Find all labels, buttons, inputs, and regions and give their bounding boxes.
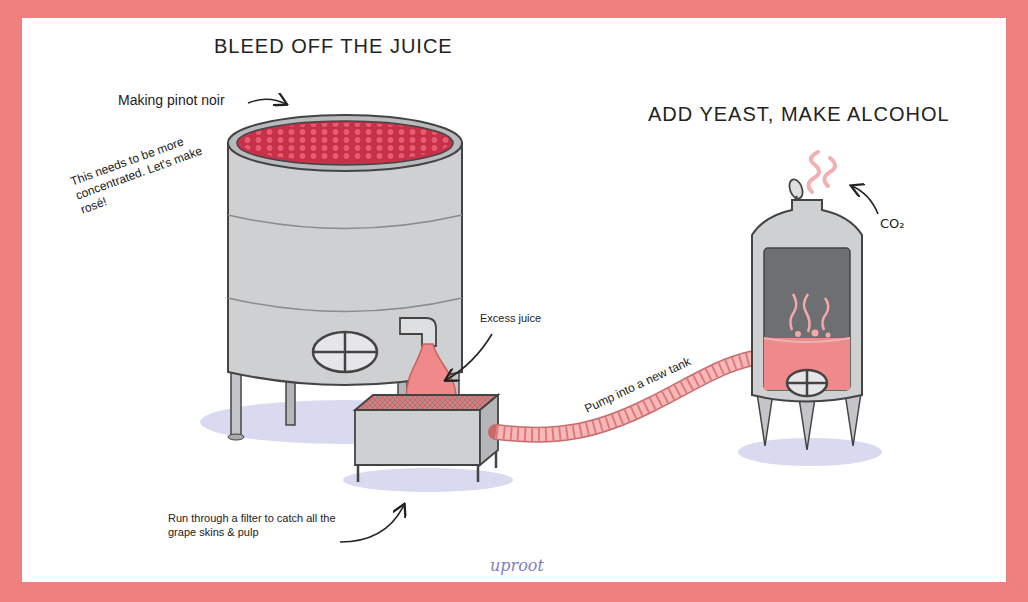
step-heading: ADD YEAST, MAKE ALCOHOL bbox=[648, 102, 950, 127]
leader-arrows-part bbox=[340, 505, 404, 542]
co2-wisps bbox=[808, 152, 835, 192]
note-label: Run through a filter to catch all the gr… bbox=[168, 512, 348, 540]
fermentation-tank-part bbox=[764, 338, 850, 342]
co2-wisps-part bbox=[824, 158, 835, 186]
title-holder: BLEED OFF THE JUICE bbox=[214, 34, 453, 59]
leader-arrows-part bbox=[248, 99, 286, 104]
crush-tank-part bbox=[313, 332, 377, 372]
crush-tank-part bbox=[240, 123, 450, 161]
fermentation-tank-part bbox=[826, 333, 831, 338]
fermentation-tank-part bbox=[795, 196, 797, 200]
crush-tank-part bbox=[237, 121, 453, 165]
juice-stream-part bbox=[406, 344, 456, 398]
juice-stream bbox=[406, 344, 456, 398]
fermentation-tank-part bbox=[787, 370, 827, 396]
leader-arrows bbox=[248, 99, 878, 542]
fermentation-tank bbox=[738, 178, 882, 466]
note-label: Making pinot noir bbox=[118, 92, 225, 110]
crush-tank-part bbox=[228, 215, 462, 229]
fermentation-tank-part bbox=[752, 200, 862, 402]
fermentation-tank-part bbox=[799, 398, 815, 450]
watermark-holder: uproot bbox=[490, 556, 544, 576]
fermentation-tank-part bbox=[764, 248, 850, 390]
fermentation-tank-part bbox=[738, 438, 882, 466]
crush-tank-part bbox=[228, 115, 462, 171]
fermentation-tank-part bbox=[812, 330, 819, 337]
callout-label: Excess juice bbox=[480, 312, 541, 326]
callout-label-holder: Excess juice bbox=[480, 312, 541, 326]
fermentation-tank-part bbox=[757, 393, 773, 446]
co2-wisps-part bbox=[808, 152, 819, 192]
frame-part bbox=[22, 18, 1006, 582]
fermentation-tank-part bbox=[787, 178, 805, 201]
note-label-holder: Making pinot noir bbox=[118, 92, 225, 110]
leader-arrows-part bbox=[446, 334, 492, 380]
fermentation-tank-part bbox=[790, 294, 828, 332]
leader-arrows-part bbox=[852, 186, 878, 214]
filter-box-part bbox=[355, 410, 480, 465]
fermentation-tank-part bbox=[795, 331, 801, 337]
fermentation-tank-part bbox=[787, 370, 827, 396]
filter-box bbox=[343, 395, 513, 492]
crush-tank-part bbox=[228, 298, 462, 312]
crush-tank-part bbox=[228, 434, 244, 440]
step-heading-holder: ADD YEAST, MAKE ALCOHOL bbox=[648, 102, 950, 127]
watermark: uproot bbox=[490, 556, 544, 576]
filter-box-part bbox=[343, 468, 513, 492]
title: BLEED OFF THE JUICE bbox=[214, 34, 453, 59]
fermentation-tank-part bbox=[845, 393, 861, 446]
crush-tank-part bbox=[400, 318, 436, 346]
gas-label-holder: CO₂ bbox=[880, 216, 905, 232]
note-label-holder: Run through a filter to catch all the gr… bbox=[168, 512, 348, 540]
filter-box-part bbox=[355, 395, 498, 410]
crush-tank-part bbox=[313, 332, 377, 372]
gas-label: CO₂ bbox=[880, 216, 905, 232]
